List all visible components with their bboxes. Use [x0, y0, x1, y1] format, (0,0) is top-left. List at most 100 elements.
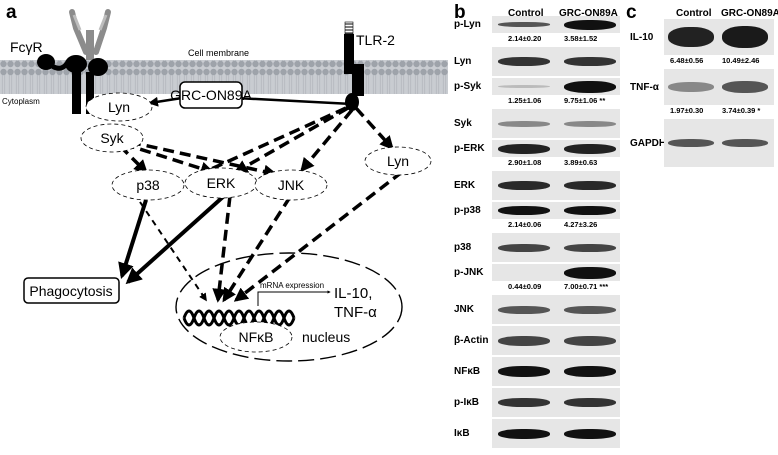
- panel-b-strip-p-syk: [492, 78, 620, 95]
- panel-b-band-p-i-b-treated: [564, 398, 616, 407]
- panel-c-quant-tnf-control: 1.97±0.30: [670, 106, 704, 115]
- panel-c-band-il-10-treated: [722, 26, 768, 48]
- panel-b-label-nf-b: NFκB: [454, 366, 481, 377]
- panel-b-strip-lyn: [492, 47, 620, 76]
- panel-b-label-i-b: IκB: [454, 428, 470, 439]
- grc-on89a-label: GRC-ON89A: [170, 87, 252, 103]
- panel-b-band-jnk-treated: [564, 305, 616, 314]
- panel-b-strip-jnk: [492, 295, 620, 324]
- panel-b-band-p-p38-treated: [564, 206, 616, 215]
- panel-b-label-jnk: JNK: [454, 304, 475, 315]
- panel-b-label-p-jnk: p-JNK: [454, 267, 484, 278]
- panel-b-band-p-jnk-control: [498, 272, 550, 273]
- panel-b-quant-p-jnk-treated: 7.00±0.71 ***: [564, 282, 609, 291]
- panel-b-band-nf-b-treated: [564, 366, 616, 377]
- signaling-diagram: Cell membrane Cytoplasm FcγR TLR-2: [0, 9, 448, 362]
- panel-b-strip-p38: [492, 233, 620, 262]
- panel-b-quant-p-erk-treated: 3.89±0.63: [564, 158, 598, 167]
- panel-b-band-jnk-control: [498, 305, 550, 314]
- panel-b-band-p-syk-control: [498, 85, 550, 88]
- fcgr-label: FcγR: [10, 39, 43, 55]
- p38-node: [111, 169, 185, 201]
- panel-b-row-lyn: Lyn: [454, 46, 622, 77]
- panel-b-band-i-b-control: [498, 428, 550, 439]
- panel-c-label-tnf: TNF-α: [630, 81, 659, 93]
- panel-b-row-erk: ERK: [454, 170, 622, 201]
- panel-b-band-p-i-b-control: [498, 398, 550, 407]
- erk-label: ERK: [207, 175, 236, 191]
- cytoplasm-label: Cytoplasm: [2, 97, 40, 106]
- panel-c-header-grc-on89a: GRC-ON89A: [721, 8, 778, 19]
- panel-c-band-gapdh-treated: [722, 139, 768, 147]
- panel-c-strip-tnf: [664, 69, 774, 105]
- panel-b-label-p-syk: p-Syk: [454, 81, 482, 92]
- mrna-expression-label: mRNA expression: [260, 281, 324, 290]
- panel-b-band-syk-treated: [564, 120, 616, 127]
- panel-b-band-p-syk-treated: [564, 80, 616, 93]
- nucleus-label: nucleus: [302, 329, 350, 345]
- panel-b-header-control: Control: [508, 8, 544, 19]
- panel-b-row-syk: Syk: [454, 108, 622, 139]
- panel-c-strip-gapdh: [664, 119, 774, 167]
- pathway-arrows: [118, 96, 404, 306]
- cell-membrane-label: Cell membrane: [188, 48, 249, 58]
- panel-c-strip-il-10: [664, 19, 774, 55]
- panel-b-strip-actin: [492, 326, 620, 355]
- panel-b-row-p-lyn: p-Lyn 2.14±0.20 3.58±1.52: [454, 15, 622, 46]
- tnfa-label: TNF-α: [334, 304, 377, 321]
- tlr2-label: TLR-2: [356, 32, 395, 48]
- panel-b-band-p-lyn-control: [498, 22, 550, 27]
- panel-b-strip-p-erk: [492, 140, 620, 157]
- panel-b-strip-p-lyn: [492, 16, 620, 33]
- panel-c-header-control: Control: [676, 8, 712, 19]
- panel-b-band-actin-control: [498, 335, 550, 346]
- tlr2-receptor-icon: [344, 21, 364, 111]
- panel-b-strip-erk: [492, 171, 620, 200]
- panel-b-band-lyn-treated: [564, 57, 616, 66]
- panel-b-quant-p-syk-control: 1.25±1.06: [508, 96, 542, 105]
- panel-b-label-lyn: Lyn: [454, 56, 472, 67]
- panel-b-row-nf-b: NFκB: [454, 356, 622, 387]
- panel-b-header-grc-on89a: GRC-ON89A: [559, 8, 618, 19]
- panel-b-quant-p-lyn-treated: 3.58±1.52: [564, 34, 598, 43]
- jnk-node: [254, 169, 328, 201]
- panel-c-letter: c: [626, 2, 637, 23]
- panel-b-row-p38: p38: [454, 232, 622, 263]
- panel-b-row-i-b: IκB: [454, 418, 622, 449]
- lyn-left-node: [85, 92, 153, 122]
- panel-c-band-tnf-control: [668, 82, 714, 92]
- jnk-label: JNK: [278, 177, 305, 193]
- panel-b-label-p-i-b: p-IκB: [454, 397, 480, 408]
- nfkb-label: NFκB: [239, 329, 274, 345]
- panel-b-band-i-b-treated: [564, 428, 616, 439]
- lyn-left-label: Lyn: [108, 99, 130, 115]
- panel-c-row-tnf: TNF-α 1.97±0.30 3.74±0.39 *: [630, 68, 776, 118]
- panel-c-quant-tnf-treated: 3.74±0.39 *: [722, 106, 761, 115]
- grc-on89a-box: [179, 81, 243, 109]
- panel-b-band-actin-treated: [564, 335, 616, 346]
- panel-b-band-p-erk-treated: [564, 143, 616, 154]
- panel-b-label-actin: β-Actin: [454, 335, 489, 346]
- panel-b-band-erk-control: [498, 181, 550, 190]
- panel-b-label-p-p38: p-p38: [454, 205, 481, 216]
- panel-b-band-lyn-control: [498, 57, 550, 66]
- panel-a-letter: a: [6, 2, 17, 23]
- panel-b-band-p38-control: [498, 243, 550, 252]
- panel-b-quant-p-syk-treated: 9.75±1.06 **: [564, 96, 606, 105]
- il10-label: IL-10,: [334, 285, 372, 302]
- panel-b-quant-p-lyn-control: 2.14±0.20: [508, 34, 542, 43]
- panel-b-strip-i-b: [492, 419, 620, 448]
- panel-c-quant-il-10-control: 6.48±0.56: [670, 56, 704, 65]
- panel-b-strip-p-p38: [492, 202, 620, 219]
- syk-label: Syk: [100, 130, 124, 146]
- panel-b-quant-p-p38-treated: 4.27±3.26: [564, 220, 598, 229]
- panel-b-row-actin: β-Actin: [454, 325, 622, 356]
- dna-helix-icon: [182, 309, 296, 327]
- panel-b-label-p-lyn: p-Lyn: [454, 19, 481, 30]
- panel-b-band-syk-control: [498, 120, 550, 127]
- phagocytosis-box: [23, 277, 120, 304]
